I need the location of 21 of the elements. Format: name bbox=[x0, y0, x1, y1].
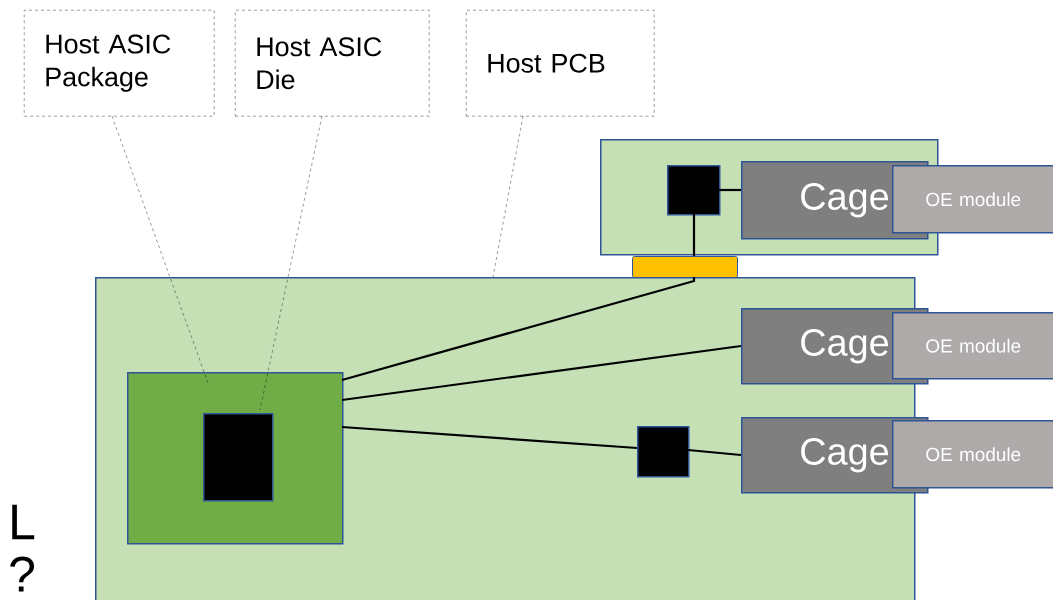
chip-square bbox=[667, 165, 721, 216]
leader-line bbox=[492, 115, 524, 278]
module-box: OE module bbox=[892, 312, 1053, 380]
chip-square bbox=[203, 413, 274, 502]
wire bbox=[719, 188, 741, 192]
module-box: OE module bbox=[892, 420, 1053, 489]
wire bbox=[341, 344, 742, 402]
callout-box: Host PCB bbox=[466, 10, 655, 117]
leader-line bbox=[259, 115, 323, 411]
chip-square bbox=[637, 426, 690, 478]
wire bbox=[341, 277, 696, 382]
wire bbox=[341, 425, 638, 450]
connector-bar bbox=[632, 256, 738, 278]
leader-line bbox=[111, 115, 209, 384]
fragment-text: ? bbox=[10, 556, 34, 592]
module-box: OE module bbox=[892, 165, 1053, 234]
wire bbox=[687, 448, 742, 457]
fragment-text: L bbox=[12, 504, 35, 540]
callout-box: Host ASIC Package bbox=[24, 10, 215, 117]
wire bbox=[692, 214, 696, 256]
callout-box: Host ASIC Die bbox=[235, 10, 430, 117]
